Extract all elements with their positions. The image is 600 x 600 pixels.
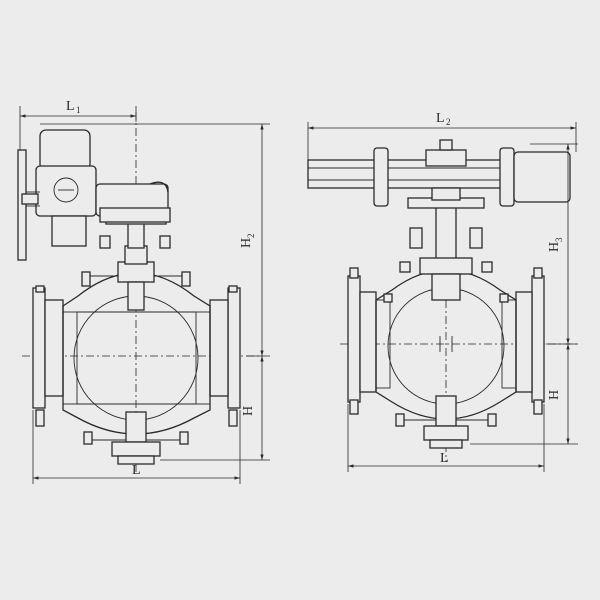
dim-label-H-right: H: [547, 390, 562, 400]
left-electric-actuator: [17, 129, 171, 261]
dim-label-L-left: L: [132, 463, 141, 478]
right-stem-assembly: [399, 197, 493, 449]
dim-sub-L1: 1: [76, 105, 81, 115]
dim-label-H3: H: [547, 242, 562, 252]
dim-L-left: L: [32, 410, 241, 484]
left-stem-assembly: [99, 197, 171, 465]
left-valve-view: L 1 H 2 H L: [17, 99, 270, 484]
dim-H3: H 3: [530, 143, 578, 345]
right-pneumatic-actuator: [307, 139, 571, 207]
dim-label-L2: L: [436, 111, 445, 126]
dim-label-H-left: H: [241, 406, 256, 416]
dim-H-left: H: [160, 356, 270, 461]
dim-L-right: L: [347, 404, 545, 472]
dim-sub-H3: 3: [554, 237, 564, 242]
left-valve-body: [32, 271, 241, 445]
dim-label-H2: H: [239, 238, 254, 248]
right-valve-view: L 2 H 3 H L: [307, 111, 578, 472]
dim-L2: L 2: [307, 111, 577, 160]
dim-label-L1: L: [66, 99, 75, 114]
dim-sub-L2: 2: [446, 117, 451, 127]
dim-label-L-right: L: [440, 451, 449, 466]
dim-L1: L 1: [19, 99, 137, 150]
dim-sub-H2: 2: [246, 234, 256, 239]
dim-H-right: H: [470, 344, 578, 445]
dim-H2: H 2: [40, 123, 270, 357]
